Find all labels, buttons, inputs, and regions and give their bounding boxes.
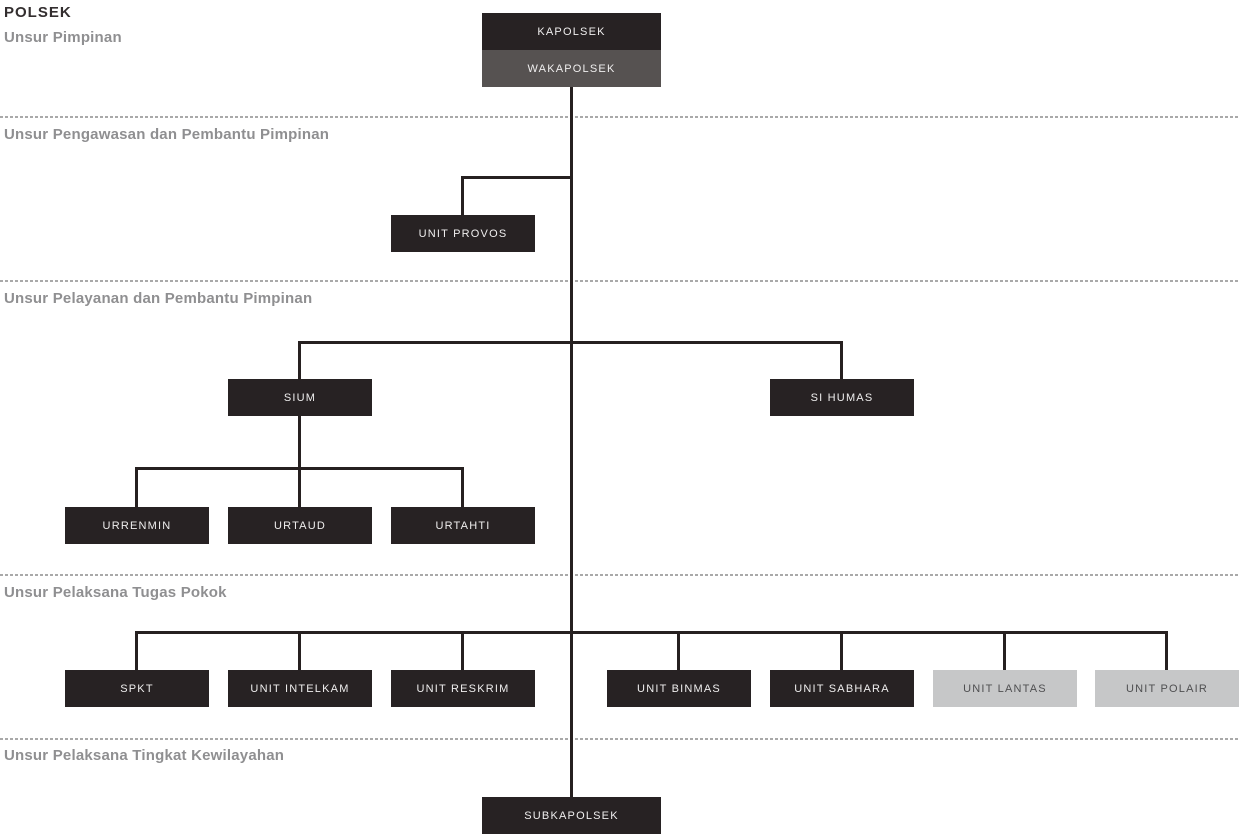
connector-sium-stem bbox=[298, 416, 301, 507]
connector-polair-drop bbox=[1165, 631, 1168, 670]
connector-sium-sub-branch bbox=[135, 467, 464, 470]
section-label-tugas-pokok: Unsur Pelaksana Tugas Pokok bbox=[4, 584, 227, 601]
connector-spkt-drop bbox=[135, 631, 138, 670]
org-node-unit-provos: UNIT PROVOS bbox=[391, 215, 535, 252]
connector-sihumas-drop bbox=[840, 341, 843, 379]
connector-reskrim-drop bbox=[461, 631, 464, 670]
org-node-urrenmin: URRENMIN bbox=[65, 507, 209, 544]
org-node-unit-sabhara: UNIT SABHARA bbox=[770, 670, 914, 707]
connector-intelkam-drop bbox=[298, 631, 301, 670]
connector-provos-branch bbox=[461, 176, 573, 179]
section-label-pimpinan: Unsur Pimpinan bbox=[4, 29, 122, 46]
connector-urrenmin-drop bbox=[135, 467, 138, 507]
org-node-unit-polair: UNIT POLAIR bbox=[1095, 670, 1239, 707]
page-title: POLSEK bbox=[4, 4, 72, 21]
org-node-unit-lantas: UNIT LANTAS bbox=[933, 670, 1077, 707]
org-node-kapolsek: KAPOLSEK bbox=[482, 13, 661, 50]
org-node-urtaud: URTAUD bbox=[228, 507, 372, 544]
org-node-spkt: SPKT bbox=[65, 670, 209, 707]
connector-provos-drop bbox=[461, 176, 464, 215]
org-node-subkapolsek: SUBKAPOLSEK bbox=[482, 797, 661, 834]
org-node-urtahti: URTAHTI bbox=[391, 507, 535, 544]
org-node-unit-intelkam: UNIT INTELKAM bbox=[228, 670, 372, 707]
org-node-unit-reskrim: UNIT RESKRIM bbox=[391, 670, 535, 707]
connector-sium-drop bbox=[298, 341, 301, 379]
section-divider bbox=[0, 574, 1240, 576]
section-label-kewilayahan: Unsur Pelaksana Tingkat Kewilayahan bbox=[4, 747, 285, 764]
connector-sabhara-drop bbox=[840, 631, 843, 670]
connector-binmas-drop bbox=[677, 631, 680, 670]
connector-trunk bbox=[570, 87, 573, 797]
org-node-si-humas: SI HUMAS bbox=[770, 379, 914, 416]
section-label-pengawasan: Unsur Pengawasan dan Pembantu Pimpinan bbox=[4, 126, 330, 143]
org-node-wakapolsek: WAKAPOLSEK bbox=[482, 50, 661, 87]
section-label-pelayanan: Unsur Pelayanan dan Pembantu Pimpinan bbox=[4, 290, 313, 307]
org-node-sium: SIUM bbox=[228, 379, 372, 416]
org-node-unit-binmas: UNIT BINMAS bbox=[607, 670, 751, 707]
connector-pelaksana-branch bbox=[135, 631, 1168, 634]
connector-lantas-drop bbox=[1003, 631, 1006, 670]
section-divider bbox=[0, 738, 1240, 740]
section-divider bbox=[0, 280, 1240, 282]
connector-urtahti-drop bbox=[461, 467, 464, 507]
connector-pelayanan-branch bbox=[298, 341, 843, 344]
section-divider bbox=[0, 116, 1240, 118]
